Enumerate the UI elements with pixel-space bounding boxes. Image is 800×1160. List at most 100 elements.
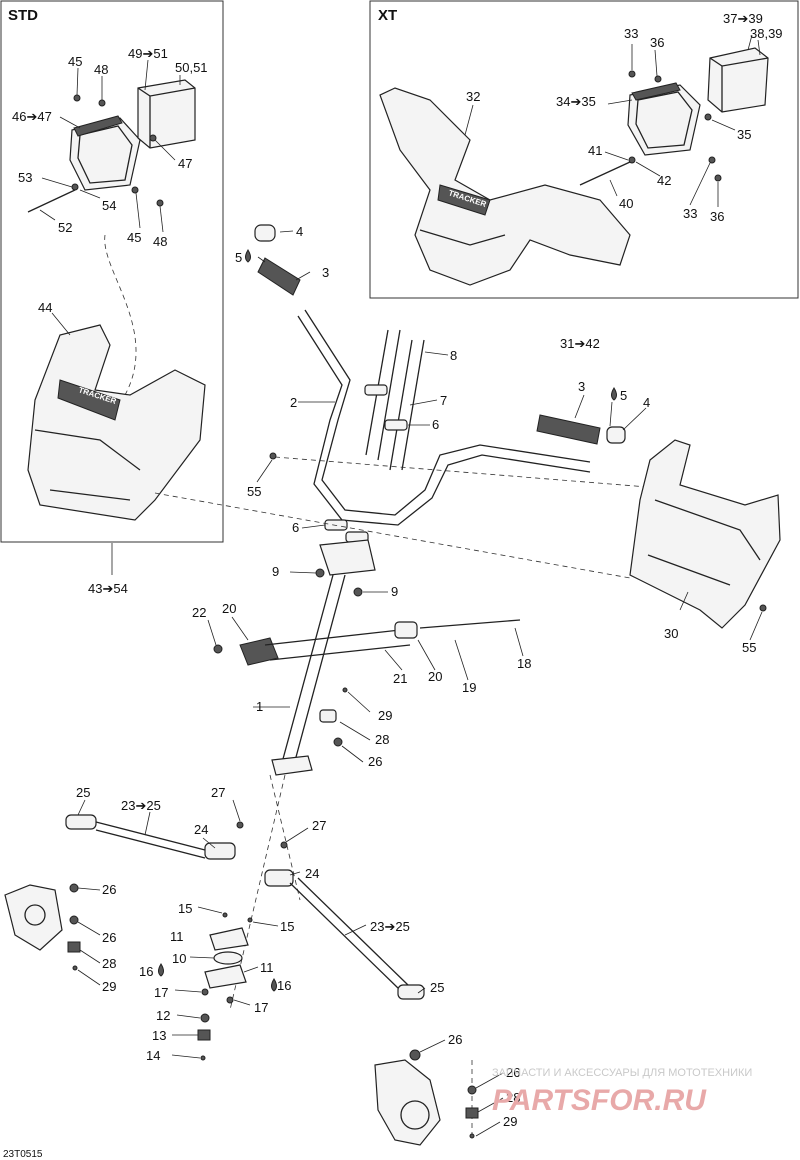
clamp-bolts-8 (365, 329, 425, 471)
bearing-10 (213, 951, 243, 965)
tie-rod-left (65, 814, 236, 860)
callout: 45 (68, 54, 82, 69)
screw-55a (269, 452, 277, 460)
bushing-28a (319, 709, 337, 723)
callout: 11 (170, 929, 184, 944)
callout: 25 (76, 785, 90, 800)
xt-nut-33 (628, 70, 636, 78)
callout: 49➔51 (128, 46, 168, 61)
xt-screw-36b (714, 174, 722, 182)
callout: 23➔25 (370, 919, 410, 934)
oil-drop-icon (158, 963, 164, 977)
callout: 7 (440, 393, 447, 408)
callout: 50,51 (175, 60, 208, 75)
washer-26d (409, 1049, 421, 1061)
callout: 48 (153, 234, 167, 249)
xt-nut-42 (628, 156, 636, 164)
callout: 35 (737, 127, 751, 142)
callout: 12 (156, 1008, 170, 1023)
xt-gauge-housing (627, 82, 701, 156)
callout: 48 (94, 62, 108, 77)
grip-3b (536, 414, 601, 445)
callout: 42 (657, 173, 671, 188)
std-gauge-box (137, 79, 196, 149)
throttle-end-4b (606, 426, 626, 444)
callout: 26 (102, 882, 116, 897)
callout: 36 (710, 209, 724, 224)
callout: 16 (139, 964, 153, 979)
callout: 15 (280, 919, 294, 934)
callout: 13 (152, 1028, 166, 1043)
callout: 29 (503, 1114, 517, 1129)
callout: 47 (178, 156, 192, 171)
std-header: STD (8, 7, 38, 24)
callout: 3 (578, 379, 585, 394)
callout: 1 (256, 699, 263, 714)
callout: 9 (391, 584, 398, 599)
callout: 17 (154, 985, 168, 1000)
steering-column-1 (279, 574, 346, 773)
callout: 32 (466, 89, 480, 104)
lower-bearing-stack (197, 912, 253, 1061)
callout-labels: 45 48 49➔51 50,51 46➔47 47 53 54 52 45 4… (12, 11, 783, 1129)
callout: 54 (102, 198, 116, 213)
callout: 5 (620, 388, 627, 403)
callout: 36 (650, 35, 664, 50)
callout: 44 (38, 300, 52, 315)
pin-29b (72, 965, 78, 971)
callout: 26 (102, 930, 116, 945)
plate-11a (209, 927, 249, 951)
pin-14 (200, 1055, 206, 1061)
watermark: ЗАПЧАСТИ И АКСЕССУАРЫ ДЛЯ МОТОТЕХНИКИ PA… (492, 1067, 752, 1117)
callout: 29 (102, 979, 116, 994)
xt-nut-35 (704, 113, 712, 121)
callout: 20 (222, 601, 236, 616)
callout: 8 (450, 348, 457, 363)
watermark-tagline: ЗАПЧАСТИ И АКСЕССУАРЫ ДЛЯ МОТОТЕХНИКИ (492, 1067, 752, 1079)
nut-28c (465, 1107, 479, 1119)
callout: 18 (517, 656, 531, 671)
callout: 45 (127, 230, 141, 245)
callout: 55 (742, 640, 756, 655)
steering-bracket (213, 619, 521, 666)
console-30 (629, 439, 781, 629)
throttle-end-4 (254, 224, 276, 242)
callout: 26 (448, 1032, 462, 1047)
callout: 33 (683, 206, 697, 221)
screw-29a (342, 687, 348, 693)
callout: 55 (247, 484, 261, 499)
label-31-42: 31➔42 (560, 336, 600, 351)
callout: 33 (624, 26, 638, 41)
std-console-44 (27, 324, 206, 521)
callout: 52 (58, 220, 72, 235)
std-bolt-52 (27, 189, 76, 213)
column-plate (271, 755, 313, 776)
clamp-6a (384, 419, 408, 431)
std-nut-48 (98, 99, 106, 107)
callout: 27 (211, 785, 225, 800)
washer-26e (467, 1085, 477, 1095)
oil-drop-icon (245, 249, 251, 263)
grip-left (254, 224, 301, 296)
callout: 20 (428, 669, 442, 684)
callout: 2 (290, 395, 297, 410)
grip-3 (257, 257, 301, 296)
clamp-7 (364, 384, 388, 396)
diagram-code: 23T0515 (3, 1149, 43, 1160)
callout: 19 (462, 680, 476, 695)
xt-nut-33b (708, 156, 716, 164)
callout: 46➔47 (12, 109, 52, 124)
handlebar-2 (304, 309, 591, 516)
callout: 17 (254, 1000, 268, 1015)
callout: 4 (643, 395, 650, 410)
std-nut-45 (131, 186, 139, 194)
screw-55b (759, 604, 767, 612)
plate-11b (204, 964, 247, 989)
grip-right (536, 414, 626, 445)
callout: 5 (235, 250, 242, 265)
callout: 24 (305, 866, 319, 881)
washer-26a (333, 737, 343, 747)
nut-9a (315, 568, 325, 578)
nut-17b (226, 996, 234, 1004)
